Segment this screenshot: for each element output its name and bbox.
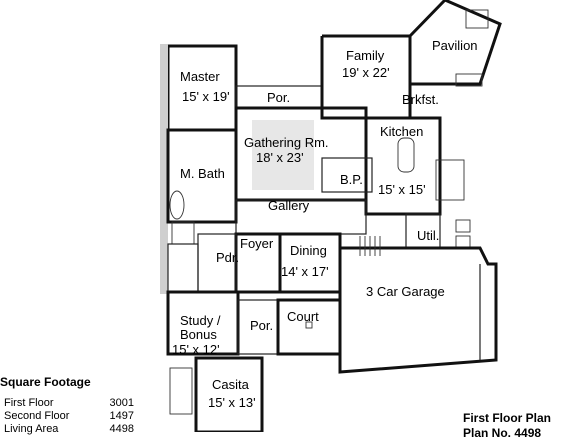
sqft-row-living-area: Living Area 4498 (4, 423, 134, 435)
shower (171, 221, 195, 245)
garage-outline (338, 246, 498, 374)
square-footage-title: Square Footage (0, 375, 91, 389)
plan-number: Plan No. 4498 (463, 426, 542, 440)
casita-label: Casita (212, 377, 249, 392)
kitchen-dimensions: 15' x 15' (378, 182, 426, 197)
master-bath-label: M. Bath (180, 166, 225, 181)
sqft-label: Second Floor (4, 410, 70, 422)
sqft-value: 1497 (109, 410, 134, 422)
master-room-outline (166, 44, 238, 132)
pavilion-outline (408, 0, 502, 86)
dining-label: Dining (290, 243, 327, 258)
casita-dimensions: 15' x 13' (208, 395, 256, 410)
kitchen-label: Kitchen (380, 124, 424, 139)
powder-label: Pdr. (216, 250, 240, 265)
bathtub (169, 190, 185, 220)
closet-outline (167, 243, 199, 293)
sqft-label: First Floor (4, 397, 54, 409)
pavilion-grill (455, 73, 483, 87)
casita-bath (169, 367, 193, 415)
master-label: Master (180, 69, 220, 84)
pavilion-fireplace (465, 9, 489, 29)
plan-title: First Floor Plan (463, 411, 552, 425)
front-porch-label: Por. (250, 318, 274, 333)
family-dimensions: 19' x 22' (342, 65, 390, 80)
breakfast-label: Brkfst. (402, 92, 439, 107)
sqft-row-first-floor: First Floor 3001 (4, 397, 134, 409)
gallery-label: Gallery (268, 198, 310, 213)
gathering-room-dimensions: 18' x 23' (256, 150, 304, 165)
court-fountain (305, 321, 313, 329)
sqft-value: 4498 (109, 423, 134, 435)
stairs (359, 236, 381, 256)
top-porch-label: Por. (267, 90, 291, 105)
butler-pantry-outline (321, 157, 373, 193)
utility-appliance-1 (455, 219, 471, 233)
casita-outline (194, 356, 264, 432)
foyer-label: Foyer (240, 236, 274, 251)
sqft-row-second-floor: Second Floor 1497 (4, 410, 134, 422)
kitchen-counter (435, 159, 465, 201)
dining-dimensions: 14' x 17' (281, 264, 329, 279)
garage-label: 3 Car Garage (366, 284, 445, 299)
kitchen-outline (364, 116, 442, 216)
gathering-room-label: Gathering Rm. (244, 135, 329, 150)
butler-pantry-label: B.P. (340, 172, 363, 187)
court-label: Court (287, 309, 319, 324)
utility-label: Util. (417, 228, 440, 243)
pavilion-label: Pavilion (432, 38, 478, 53)
master-bath-outline (166, 128, 238, 224)
master-dimensions: 15' x 19' (182, 89, 230, 104)
master-hatch (160, 44, 168, 294)
bonus-label: Bonus (180, 327, 217, 342)
gathering-rug (252, 120, 314, 190)
utility-appliance-2 (455, 235, 471, 249)
study-label: Study / (180, 313, 221, 328)
kitchen-island (397, 137, 415, 173)
sqft-label: Living Area (4, 423, 59, 435)
sqft-value: 3001 (109, 397, 134, 409)
study-dimensions: 15' x 12' (172, 342, 220, 357)
court-outline (276, 298, 342, 356)
family-label: Family (346, 48, 385, 63)
